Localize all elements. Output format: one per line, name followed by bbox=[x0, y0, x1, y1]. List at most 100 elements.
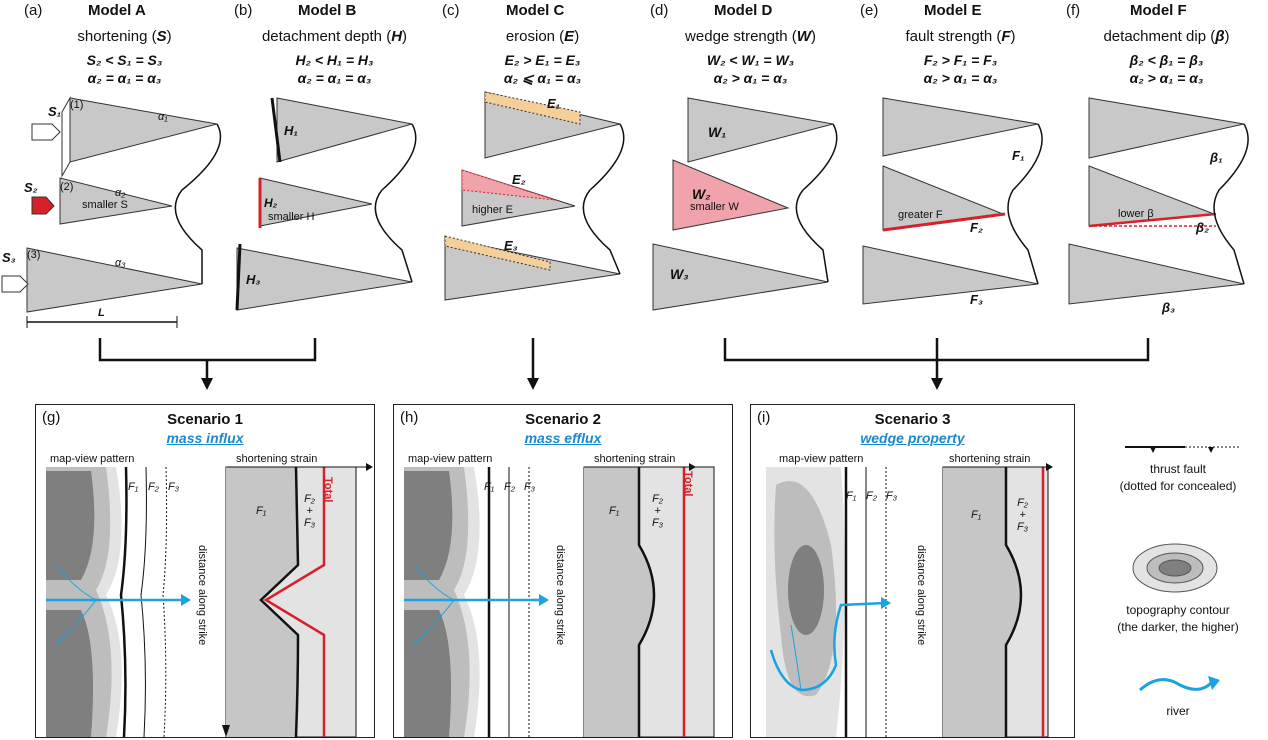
h2-label: H₂ bbox=[264, 196, 278, 210]
total-label: Total bbox=[682, 471, 694, 497]
strain-f1-label: F₁ bbox=[609, 505, 620, 517]
model-d-eq2: α₂ > α₁ = α₃ bbox=[713, 70, 788, 86]
s3-label: S₃ bbox=[2, 250, 16, 265]
panel-letter: (c) bbox=[442, 2, 460, 19]
model-name: Model A bbox=[88, 2, 146, 19]
fault-f2-label: F₂ bbox=[504, 481, 515, 493]
model-b-eq2: α₂ = α₁ = α₃ bbox=[297, 70, 372, 86]
w1-label: W₁ bbox=[708, 124, 727, 140]
h1-label: H₁ bbox=[284, 123, 298, 138]
model-a-eq1: S₂ < S₁ = S₃ bbox=[86, 52, 163, 68]
scenario-1-graphics bbox=[46, 463, 373, 738]
fault-f2-label: F₂ bbox=[148, 481, 159, 493]
model-name: Model D bbox=[714, 2, 773, 19]
model-name: Model C bbox=[506, 2, 565, 19]
model-f-eq2: α₂ > α₁ = α₃ bbox=[1129, 70, 1204, 86]
scenario-2-panel: (h) Scenario 2 mass efflux map-view patt… bbox=[393, 404, 733, 738]
model-c-param: erosion (E) bbox=[505, 28, 580, 45]
strain-label: shortening strain bbox=[949, 453, 1031, 465]
fault-f3-label: F₃ bbox=[524, 481, 536, 493]
model-b-param: detachment depth (H) bbox=[261, 28, 408, 45]
panel-letter: (i) bbox=[757, 409, 771, 426]
model-name: Model B bbox=[298, 2, 357, 19]
strain-label: shortening strain bbox=[236, 453, 318, 465]
model-e-eq1: F₂ > F₁ = F₃ bbox=[923, 52, 998, 68]
model-f-param: detachment dip (β) bbox=[1103, 28, 1230, 45]
model-d-eq1: W₂ < W₁ = W₃ bbox=[706, 52, 795, 68]
model-c-panel: (c) Model C erosion (E) E₂ > E₁ = E₃ α₂ … bbox=[440, 0, 645, 335]
distance-label: distance along strike bbox=[554, 545, 566, 646]
scenario-subtitle: mass efflux bbox=[524, 430, 602, 446]
panel-letter: (g) bbox=[42, 409, 61, 426]
model-a-param: shortening (S) bbox=[77, 28, 172, 45]
model-name: Model F bbox=[1130, 2, 1187, 19]
model-c-note: higher E bbox=[472, 204, 513, 216]
map-view-label: map-view pattern bbox=[779, 453, 864, 465]
b1-label: β₁ bbox=[1210, 150, 1223, 165]
strain-label: shortening strain bbox=[594, 453, 676, 465]
panel-letter: (b) bbox=[234, 2, 253, 19]
model-f-panel: (f) Model F detachment dip (β) β₂ < β₁ =… bbox=[1064, 0, 1268, 335]
w2-label: W₂ bbox=[692, 186, 711, 202]
model-f-note: lower β bbox=[1118, 208, 1154, 220]
scenario-title: Scenario 1 bbox=[167, 411, 243, 428]
wedge-2-label: (2) bbox=[60, 181, 74, 193]
distance-label: distance along strike bbox=[196, 545, 208, 646]
model-e-note: greater F bbox=[898, 209, 943, 221]
model-b-eq1: H₂ < H₁ = H₃ bbox=[295, 52, 374, 68]
strain-f1-label: F₁ bbox=[971, 509, 982, 521]
fault-f1-label: F₁ bbox=[846, 490, 857, 502]
legend-topography-note: (the darker, the higher) bbox=[1117, 620, 1239, 634]
model-b-panel: (b) Model B detachment depth (H) H₂ < H₁… bbox=[232, 0, 437, 335]
f1-label: F₁ bbox=[1012, 148, 1025, 163]
fault-f1-label: F₁ bbox=[484, 481, 495, 493]
panel-letter: (e) bbox=[860, 2, 879, 19]
scenario-subtitle: mass influx bbox=[166, 430, 244, 446]
fault-f3-label: F₃ bbox=[168, 481, 180, 493]
model-a-panel: (a) Model A shortening (S) S₂ < S₁ = S₃ … bbox=[1, 0, 227, 335]
model-b-note: smaller H bbox=[268, 211, 315, 223]
b2-label: β₂ bbox=[1196, 220, 1210, 235]
model-e-panel: (e) Model E fault strength (F) F₂ > F₁ =… bbox=[858, 0, 1063, 335]
model-e-eq2: α₂ > α₁ = α₃ bbox=[923, 70, 998, 86]
model-f-eq1: β₂ < β₁ = β₃ bbox=[1129, 52, 1204, 68]
scenario-3-panel: (i) Scenario 3 wedge property map-view p… bbox=[750, 404, 1075, 738]
s1-label: S₁ bbox=[48, 104, 62, 119]
total-label: Total bbox=[322, 477, 334, 503]
f3-label: F₃ bbox=[970, 292, 983, 307]
model-a-eq2: α₂ = α₁ = α₃ bbox=[87, 70, 162, 86]
scenario-2-graphics bbox=[404, 463, 715, 738]
strain-f2f3-label: F₂+F₃ bbox=[304, 493, 316, 529]
model-d-panel: (d) Model D wedge strength (W) W₂ < W₁ =… bbox=[648, 0, 853, 335]
map-view-label: map-view pattern bbox=[50, 453, 135, 465]
e3-label: E₃ bbox=[504, 238, 518, 253]
e2-label: E₂ bbox=[512, 172, 526, 187]
fault-f2-label: F₂ bbox=[866, 490, 877, 502]
model-c-wedges bbox=[444, 91, 625, 301]
panel-letter: (a) bbox=[24, 2, 43, 19]
f2-label: F₂ bbox=[970, 220, 983, 235]
model-a-note: smaller S bbox=[82, 199, 128, 211]
model-d-note: smaller W bbox=[690, 201, 739, 213]
model-e-param: fault strength (F) bbox=[905, 28, 1016, 45]
map-view-label: map-view pattern bbox=[408, 453, 493, 465]
strain-f2f3-label: F₂+F₃ bbox=[652, 493, 664, 529]
panel-letter: (h) bbox=[400, 409, 419, 426]
model-c-eq2: α₂ ⩽ α₁ = α₃ bbox=[503, 70, 582, 86]
panel-letter: (f) bbox=[1066, 2, 1081, 19]
scenario-subtitle: wedge property bbox=[860, 430, 965, 446]
fault-f3-label: F₃ bbox=[886, 490, 898, 502]
scenario-title: Scenario 3 bbox=[874, 411, 951, 428]
scenario-title: Scenario 2 bbox=[525, 411, 601, 428]
fault-f1-label: F₁ bbox=[128, 481, 139, 493]
w3-label: W₃ bbox=[670, 266, 689, 282]
model-d-param: wedge strength (W) bbox=[685, 28, 816, 45]
scale-label: L bbox=[98, 307, 105, 319]
model-b-wedges bbox=[235, 97, 417, 311]
model-a-wedges bbox=[1, 96, 222, 328]
legend-thrust-fault-note: (dotted for concealed) bbox=[1119, 479, 1237, 493]
b3-label: β₃ bbox=[1162, 300, 1176, 315]
h3-label: H₃ bbox=[246, 272, 261, 287]
legend-thrust-fault: thrust fault bbox=[1149, 462, 1207, 476]
model-d-wedges bbox=[652, 97, 838, 311]
